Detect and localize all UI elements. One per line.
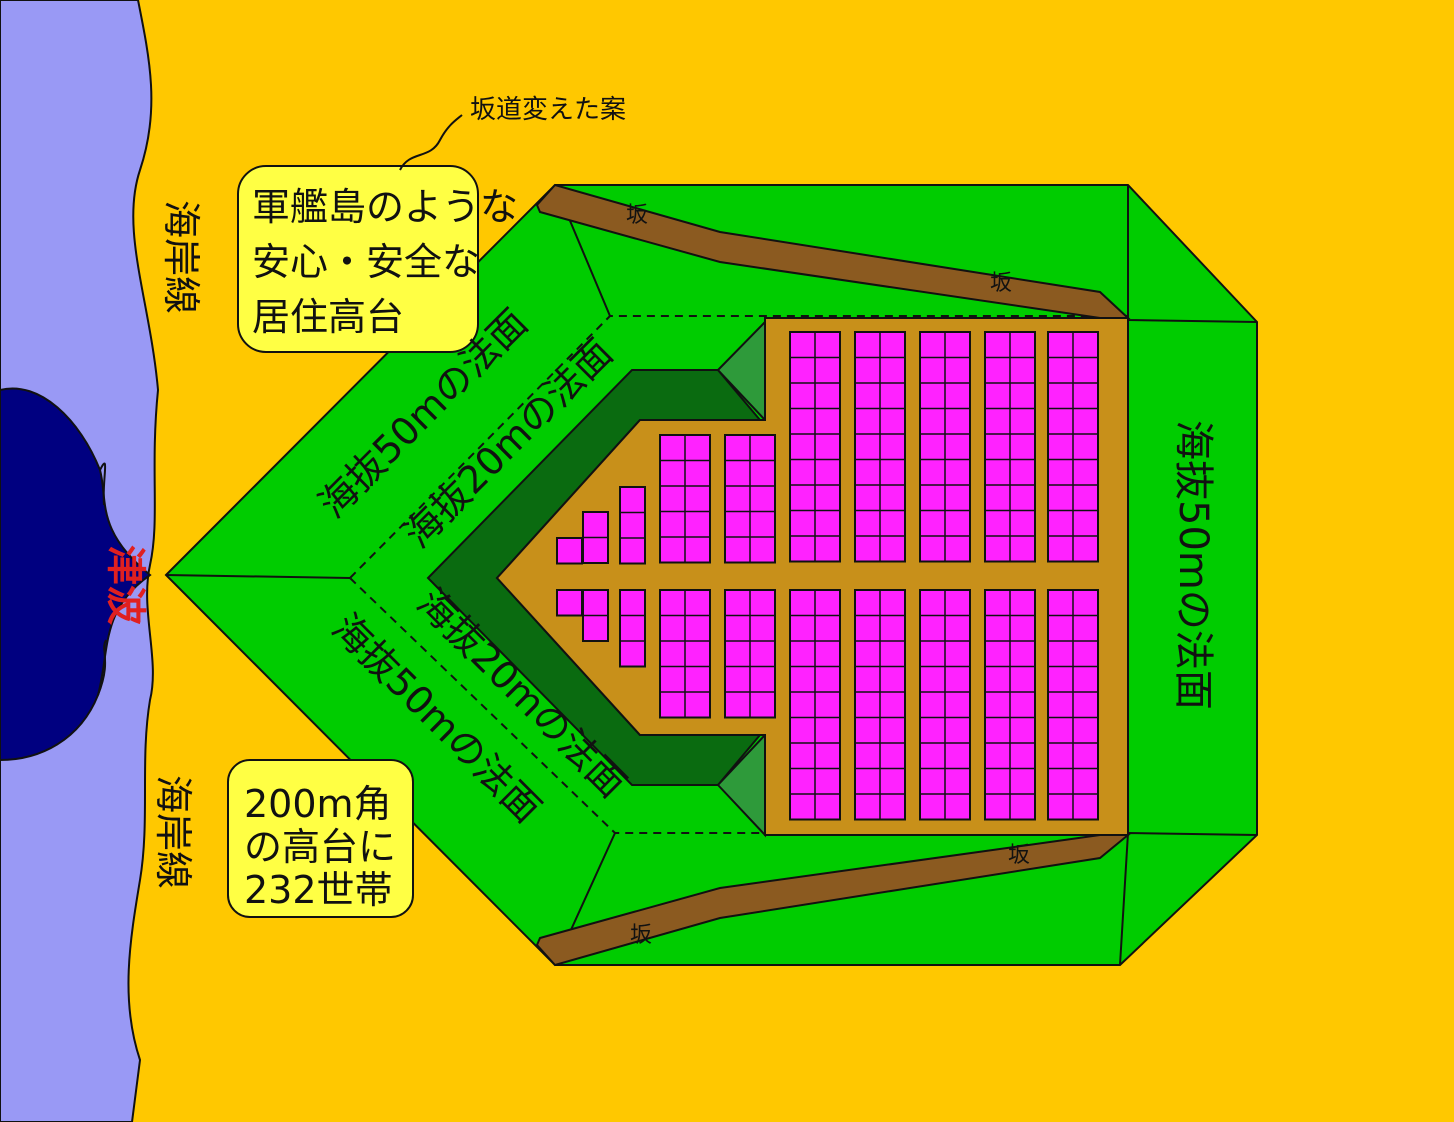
slope-edges	[165, 184, 1258, 966]
slope-right: 海抜50mの法面	[1170, 420, 1216, 710]
housing-blocks	[556, 331, 1099, 821]
callout-bottom-box	[227, 759, 414, 918]
coastline-top: 海岸線	[159, 200, 203, 314]
ramp-label-2: 坂	[990, 271, 1012, 296]
callout-top-line3: 居住高台	[252, 295, 404, 339]
callout-top-box	[237, 165, 479, 353]
ramp-bottom	[535, 834, 1131, 967]
dashed-edges	[349, 315, 1128, 834]
housing-block	[556, 589, 583, 617]
callout-bottom-line3: 232世帯	[244, 868, 393, 912]
housing-block	[556, 537, 583, 565]
note-label: 坂道変えた案	[470, 95, 626, 125]
callout-bottom-line2: の高台に	[244, 825, 396, 869]
tsunami-label: 津波	[102, 545, 148, 625]
tsunami-crest	[97, 462, 107, 696]
housing-block	[619, 486, 646, 565]
note-pointer	[399, 114, 463, 171]
ramp-top	[535, 183, 1131, 319]
callout-bottom-line1: 200m角	[244, 782, 392, 826]
callout-top-line1: 軍艦島のような	[252, 185, 518, 229]
tsunami-wave	[0, 387, 152, 762]
ramp-label-4: 坂	[630, 923, 652, 948]
ramp-label-1: 坂	[626, 203, 648, 228]
callout-top-line2: 安心・安全な	[252, 240, 480, 284]
coastline-bottom: 海岸線	[151, 775, 195, 889]
housing-block	[619, 589, 646, 668]
ramp-label-3: 坂	[1008, 843, 1030, 868]
